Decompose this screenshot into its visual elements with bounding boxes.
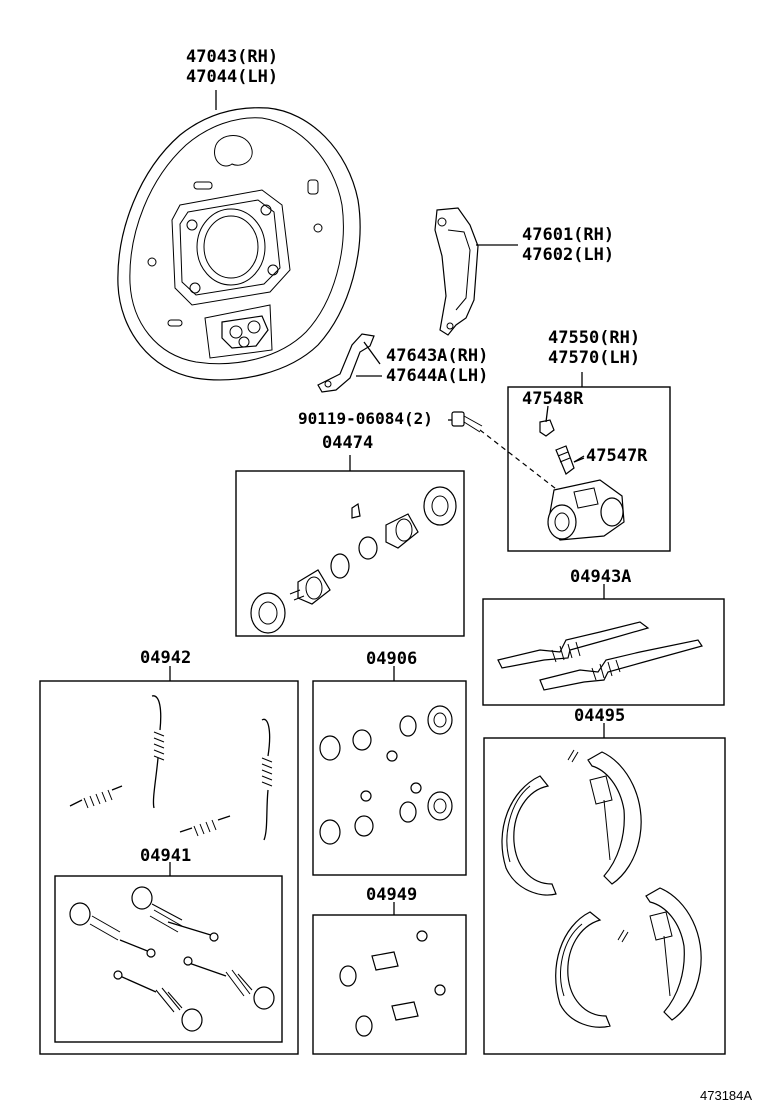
label-hold-down-kit: 04941 xyxy=(140,846,191,866)
spring-kit-drawing xyxy=(69,695,273,841)
wheel-cylinder-box xyxy=(507,386,671,552)
cup-kit-drawing xyxy=(319,705,453,845)
label-cylinder-rh: 47550(RH) xyxy=(548,328,640,348)
leader-cap xyxy=(545,405,549,423)
label-cylinder-kit: 04474 xyxy=(322,433,373,453)
label-backing-plate-rh: 47043(RH) xyxy=(186,47,278,67)
label-boot-kit: 04949 xyxy=(366,885,417,905)
cup-kit-box xyxy=(312,680,467,876)
label-bolt: 90119-06084(2) xyxy=(298,409,433,428)
label-link-rh: 47643A(RH) xyxy=(386,346,488,366)
label-cylinder-lh: 47570(LH) xyxy=(548,348,640,368)
boot-kit-drawing xyxy=(339,930,446,1037)
label-link-lh: 47644A(LH) xyxy=(386,366,488,386)
strut-link-drawing xyxy=(317,333,382,393)
spring-kit-box xyxy=(39,680,299,1055)
backing-plate-drawing xyxy=(117,90,361,381)
label-spring-kit: 04942 xyxy=(140,648,191,668)
label-bleeder: 47547R xyxy=(586,446,648,466)
label-backing-plate-lh: 47044(LH) xyxy=(186,67,278,87)
bolt-drawing xyxy=(451,411,561,493)
hold-down-kit-drawing xyxy=(69,886,275,1032)
hold-down-kit-box xyxy=(54,875,283,1043)
leader-link xyxy=(363,341,381,365)
diagram-reference-number: 473184A xyxy=(700,1088,752,1103)
label-lever-rh: 47601(RH) xyxy=(522,225,614,245)
cylinder-kit-drawing xyxy=(250,486,457,634)
label-lever-lh: 47602(LH) xyxy=(522,245,614,265)
label-cap: 47548R xyxy=(522,389,584,409)
shoe-kit-box xyxy=(483,737,726,1055)
parking-lever-drawing xyxy=(434,207,518,336)
label-cup-kit: 04906 xyxy=(366,649,417,669)
label-adjuster-kit: 04943A xyxy=(570,567,631,587)
adjuster-kit-drawing xyxy=(497,621,703,691)
shoe-kit-drawing xyxy=(501,749,702,1028)
wheel-cylinder-drawing xyxy=(539,419,625,541)
leader-bleeder xyxy=(573,455,585,463)
boot-kit-box xyxy=(312,914,467,1055)
adjuster-kit-box xyxy=(482,598,725,706)
label-shoe-kit: 04495 xyxy=(574,706,625,726)
